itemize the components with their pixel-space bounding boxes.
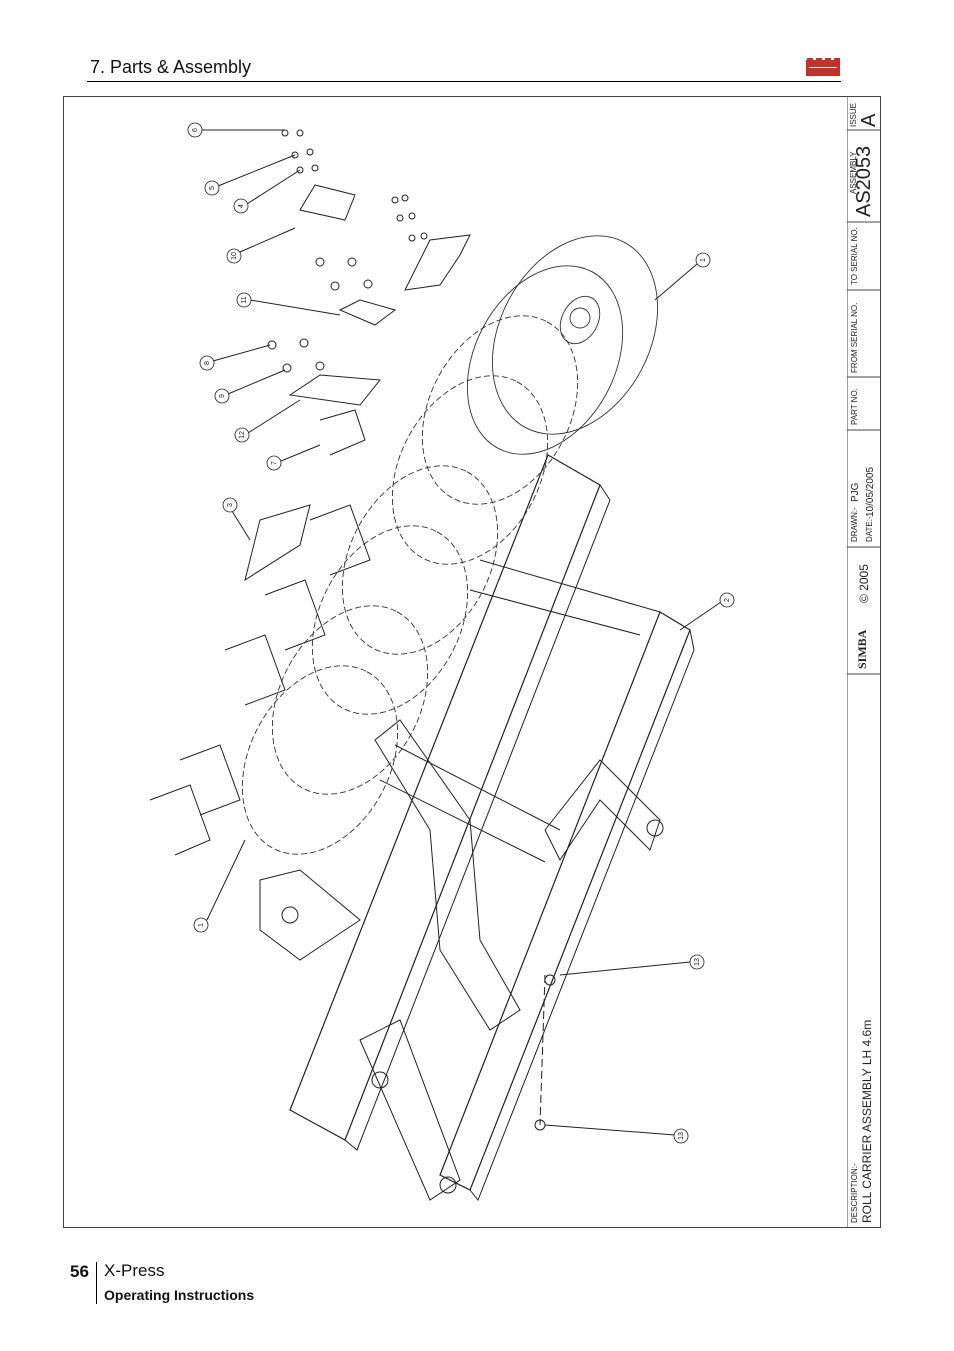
page-number: 56 xyxy=(70,1262,89,1281)
drawn-label: DRAWN:- xyxy=(850,507,859,542)
date-label: DATE:- xyxy=(865,516,874,542)
callout-label: 7 xyxy=(271,461,278,465)
title-block: ISSUE A ASSEMBLY AS2053 TO SERIAL NO. FR… xyxy=(847,97,881,1227)
callout-label: 13 xyxy=(678,1132,685,1140)
exploded-assembly-drawing: 6 5 4 10 11 8 9 12 7 3 1 2 1 13 13 xyxy=(149,122,735,1201)
callout-label: 12 xyxy=(239,431,246,439)
callout-label: 6 xyxy=(192,128,199,132)
callout-label: 8 xyxy=(204,361,211,365)
copyright: © 2005 xyxy=(857,564,871,603)
manual-type: Operating Instructions xyxy=(104,1287,255,1303)
callout-label: 10 xyxy=(231,252,238,260)
to-serial-label: TO SERIAL NO. xyxy=(850,227,859,285)
callout-label: 1 xyxy=(700,258,707,262)
callout-label: 4 xyxy=(238,204,245,208)
issue-label: ISSUE xyxy=(849,102,858,127)
callout-label: 5 xyxy=(209,186,216,190)
issue-value: A xyxy=(858,113,880,127)
drawing-frame xyxy=(63,96,881,1228)
assembly-number: AS2053 xyxy=(853,145,875,217)
brand-mark: SIMBA xyxy=(855,629,869,669)
callout-label: 2 xyxy=(724,598,731,602)
drawn-value: PJG xyxy=(850,482,861,502)
title-block-grid xyxy=(847,97,881,1227)
simba-logo-icon xyxy=(806,58,840,76)
callout-label: 11 xyxy=(241,296,248,303)
callout-label: 13 xyxy=(694,958,701,966)
date-value: 10/05/2005 xyxy=(865,466,876,517)
section-title: 7. Parts & Assembly xyxy=(90,57,252,77)
footer-rule xyxy=(96,1262,97,1304)
part-no-label: PART NO. xyxy=(850,388,859,425)
header-rule xyxy=(87,81,841,82)
description-label: DESCRIPTION:- xyxy=(850,1163,859,1223)
product-name: X-Press xyxy=(104,1261,165,1280)
callout-label: 1 xyxy=(198,923,205,927)
callout-label: 9 xyxy=(219,394,226,398)
description-value: ROLL CARRIER ASSEMBLY LH 4.6m xyxy=(860,1019,874,1223)
callout-label: 3 xyxy=(227,503,234,507)
from-serial-label: FROM SERIAL NO. xyxy=(850,302,859,373)
